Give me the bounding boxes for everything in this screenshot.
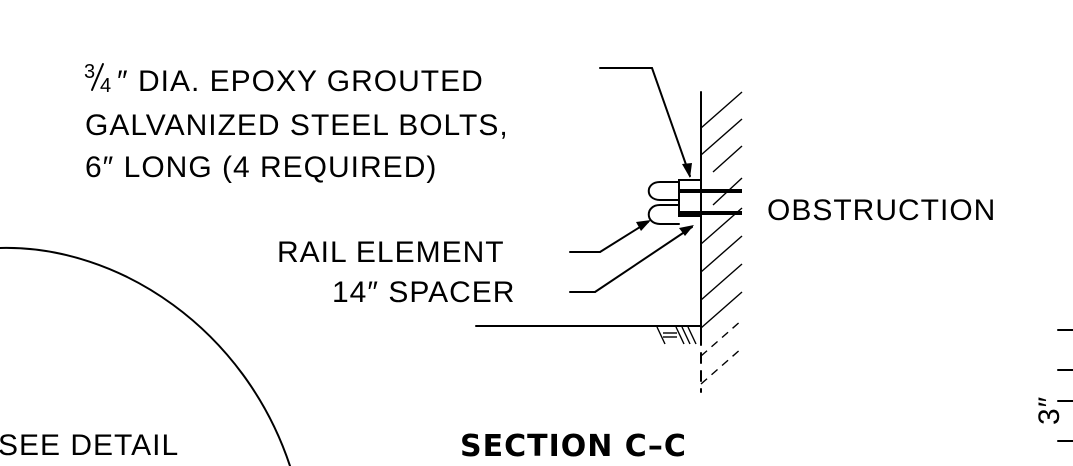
section-title: SECTION C–C: [460, 429, 687, 464]
rail-element-label: RAIL ELEMENT: [277, 236, 505, 269]
bolt-note-line-2: GALVANIZED STEEL BOLTS,: [85, 109, 509, 142]
fraction-numerator: 3: [84, 61, 95, 83]
rail-element-leader: [569, 220, 651, 253]
obstruction-label: OBSTRUCTION: [767, 194, 996, 227]
dimension-3in-label: 3″: [1033, 396, 1066, 425]
obstruction-wall: [700, 91, 743, 393]
bolt-leader: [599, 67, 692, 178]
bolt-note: 3 4 ″ DIA. EPOXY GROUTED GALVANIZED STEE…: [84, 61, 509, 184]
see-detail-label: SEE DETAIL: [0, 429, 179, 462]
lower-bolt-head: [647, 204, 680, 225]
spacer-label: 14″ SPACER: [332, 276, 515, 309]
rail-assembly: [647, 179, 742, 225]
spacer-leader: [569, 225, 694, 293]
detail-callout-arc: [0, 246, 291, 466]
bolt-leader-arrowhead: [682, 163, 692, 178]
ground-line: [475, 325, 702, 345]
dimension-3in: 3″: [1033, 329, 1073, 442]
fraction-denominator: 4: [100, 75, 111, 97]
fraction-slash: [91, 63, 104, 91]
bolt-note-line-1: ″ DIA. EPOXY GROUTED: [117, 65, 484, 98]
bolt-note-line-3: 6″ LONG (4 REQUIRED): [85, 151, 437, 184]
upper-bolt-head: [647, 181, 680, 201]
spacer-block: [678, 179, 702, 217]
